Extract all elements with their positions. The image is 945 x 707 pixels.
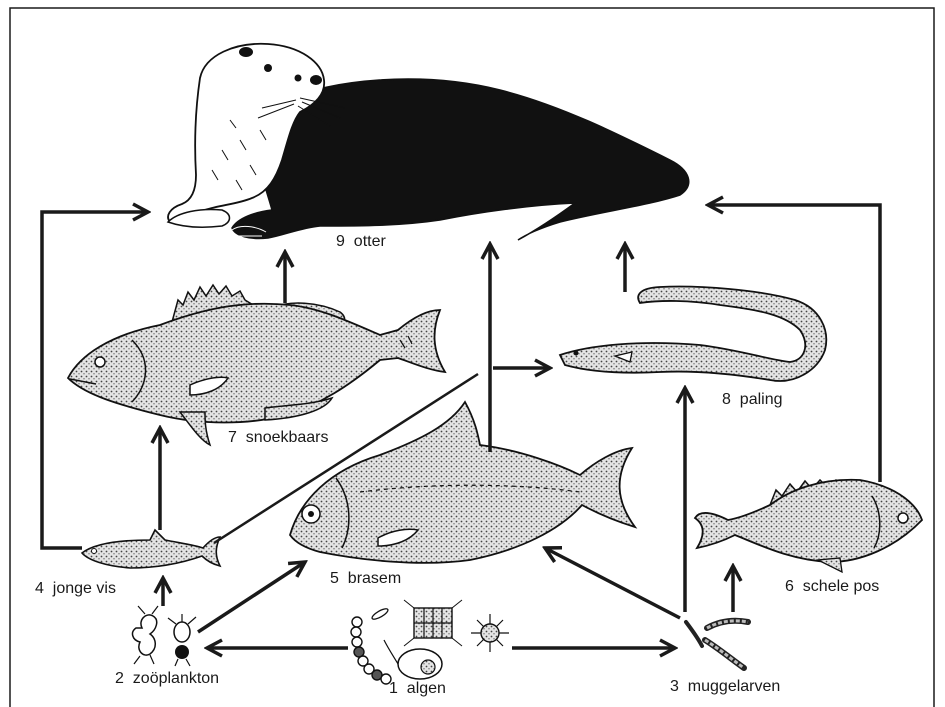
- otter-eye: [295, 75, 302, 82]
- brasem-pupil: [308, 511, 314, 517]
- otter-ear: [239, 47, 253, 57]
- label-brasem: 5 brasem: [330, 570, 401, 588]
- muggelarven-illustration: [686, 621, 748, 668]
- schele-pos-illustration: [695, 480, 922, 572]
- algen-oval-tail: [384, 640, 398, 664]
- paling-body: [560, 287, 826, 381]
- algen-cell: [351, 627, 361, 637]
- label-zooplankton: 2 zoöplankton: [115, 670, 219, 688]
- label-paling: 8 paling: [722, 391, 783, 409]
- otter-illustration: [168, 44, 689, 240]
- jonge-vis-body: [82, 530, 220, 568]
- algen-oval-nucleus: [421, 660, 435, 674]
- algen-radial-cell: [471, 614, 509, 652]
- arrow-schele-pos-to-otter: [708, 205, 880, 482]
- label-algen: 1 algen: [389, 680, 446, 698]
- zooplankton-copepod: [133, 615, 157, 655]
- schele-pos-body: [695, 480, 922, 562]
- paling-eye: [574, 351, 579, 356]
- algen-cell: [352, 617, 362, 627]
- label-otter: 9 otter: [336, 233, 386, 251]
- brasem-illustration: [290, 402, 635, 563]
- algen-cell: [352, 637, 362, 647]
- jonge-vis-eye: [92, 549, 97, 554]
- label-jonge-vis: 4 jonge vis: [35, 580, 116, 598]
- snoekbaars-illustration: [68, 285, 445, 445]
- jonge-vis-illustration: [82, 530, 220, 568]
- zooplankton-rotifer-body: [174, 622, 190, 642]
- algen-illustration: [351, 600, 509, 684]
- label-muggelarven: 3 muggelarven: [670, 678, 780, 696]
- label-snoekbaars: 7 snoekbaars: [228, 429, 329, 447]
- zooplankton-rotifer-base: [175, 645, 189, 659]
- algen-filament: [351, 617, 391, 684]
- schele-pos-eye: [898, 513, 908, 523]
- zooplankton-illustration: [133, 606, 196, 666]
- algen-colony: [404, 600, 462, 646]
- snoekbaars-eye: [95, 357, 105, 367]
- arrow-muggelarven-to-brasem: [545, 548, 680, 618]
- arrow-zooplankton-to-brasem: [198, 562, 305, 632]
- schele-pos-pelvic-fin: [818, 558, 842, 572]
- snoekbaars-body: [68, 304, 445, 423]
- brasem-body: [290, 402, 635, 563]
- label-schele-pos: 6 schele pos: [785, 578, 879, 596]
- muggelarve-1: [686, 622, 702, 646]
- otter-nose: [310, 75, 322, 85]
- algen-diatom: [371, 607, 390, 621]
- algen-oval-cell: [398, 649, 442, 679]
- otter-eye: [264, 64, 272, 72]
- snoekbaars-pelvic-fin: [180, 412, 210, 445]
- paling-illustration: [560, 287, 826, 381]
